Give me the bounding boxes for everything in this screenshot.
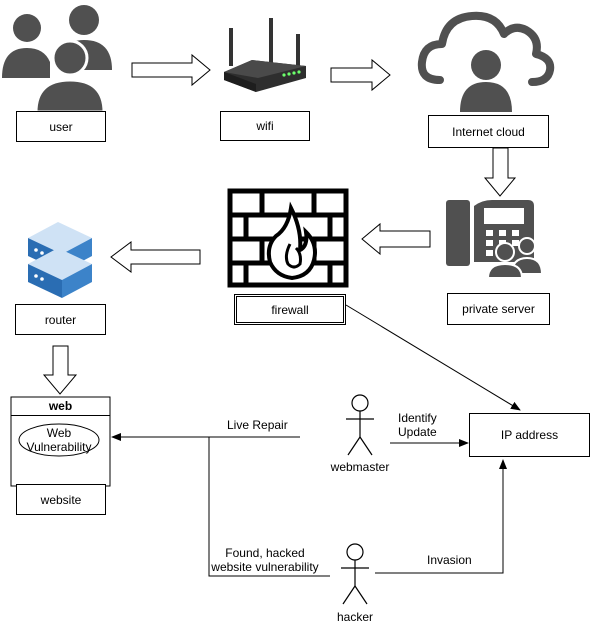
website-label-box: website [16, 484, 106, 515]
found-hacked-label: Found, hacked website vulnerability [208, 546, 322, 574]
web-container-title: web [11, 397, 110, 416]
ip-address-label: IP address [500, 428, 559, 442]
identify-update-label: Identify Update [398, 411, 437, 439]
private-server-label: private server [462, 302, 535, 316]
block-arrow-firewall-router [110, 241, 201, 273]
hacker-label: hacker [336, 610, 374, 624]
website-label: website [40, 492, 82, 507]
internet-cloud-label-box: Internet cloud [428, 115, 549, 148]
update-line: Update [398, 425, 437, 439]
edge-firewall-ip [345, 304, 521, 411]
cloud-user-icon [417, 11, 555, 112]
router-label-box: router [15, 304, 106, 335]
edge-hacker-invasion [375, 459, 507, 574]
web-vulnerability-label: Web Vulnerability [19, 426, 99, 454]
hacker-figure-icon [341, 543, 369, 605]
webmaster-label: webmaster [330, 460, 390, 474]
firewall-label: firewall [271, 302, 309, 317]
found-hacked-line2: website vulnerability [211, 560, 319, 574]
identify-line: Identify [398, 411, 437, 425]
found-hacked-line1: Found, hacked [225, 546, 305, 560]
web-vulnerability-line2: Vulnerability [26, 440, 92, 454]
block-arrow-server-firewall [361, 222, 431, 256]
user-label: user [49, 119, 73, 134]
web-vulnerability-line1: Web [46, 426, 72, 440]
wifi-label-box: wifi [220, 111, 310, 141]
internet-cloud-label: Internet cloud [452, 124, 525, 139]
live-repair-label: Live Repair [227, 418, 288, 432]
router-label: router [44, 312, 77, 327]
webmaster-figure-icon [346, 394, 374, 456]
block-arrow-wifi-cloud [330, 58, 391, 92]
firewall-label-box: firewall [234, 294, 346, 325]
private-server-icon [446, 200, 544, 279]
edge-hacker-found [208, 437, 330, 577]
ip-address-box: IP address [469, 413, 590, 457]
user-label-box: user [16, 111, 106, 142]
invasion-label: Invasion [427, 553, 472, 567]
web-container: web [11, 397, 110, 486]
server-stack-icon [28, 222, 92, 298]
wifi-label: wifi [256, 119, 274, 133]
block-arrow-router-web [42, 345, 78, 395]
block-arrow-cloud-server [483, 147, 517, 197]
wifi-router-icon [224, 18, 306, 92]
block-arrow-user-wifi [131, 53, 211, 87]
firewall-icon [227, 188, 349, 288]
private-server-label-box: private server [447, 293, 550, 325]
web-vulnerability-ellipse [18, 423, 100, 457]
users-group-icon [2, 5, 112, 114]
